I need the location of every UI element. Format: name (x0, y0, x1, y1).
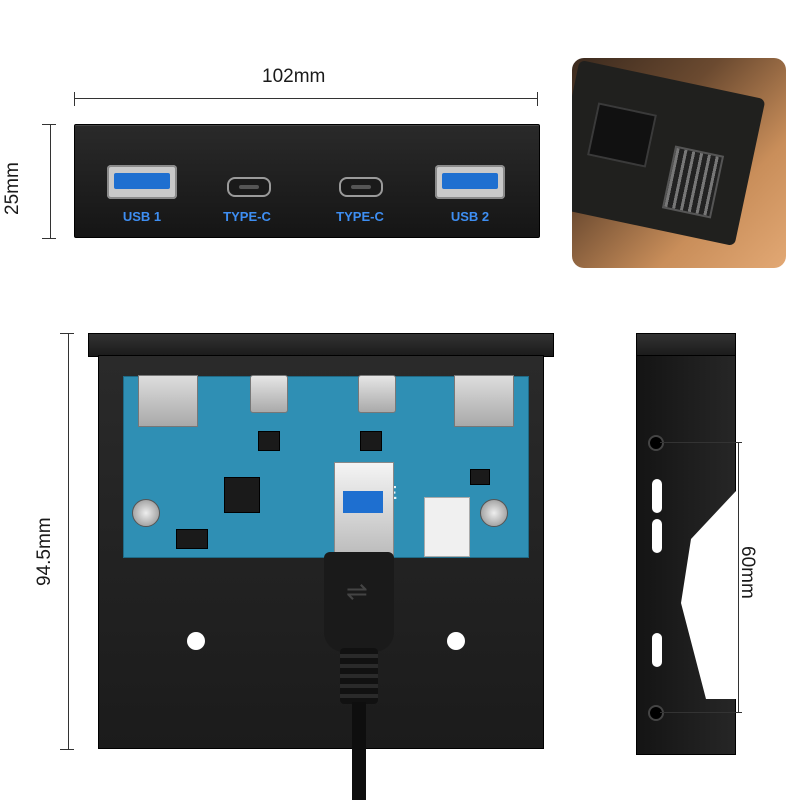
usb-logo-icon: ⇌ (346, 576, 368, 606)
typec-port-1 (227, 177, 271, 197)
hole-spacing-label: 60mm (737, 546, 758, 599)
pcb-screw-right (480, 499, 508, 527)
bracket-lip (88, 333, 554, 357)
pcb-chip-small-4 (470, 469, 490, 485)
usb1-port (107, 165, 177, 199)
side-view-top (636, 333, 736, 357)
pcb-usb-port-1 (138, 375, 198, 427)
side-hole-bottom (648, 705, 664, 721)
typec-port-2 (339, 177, 383, 197)
pcb-typec-port-2 (358, 375, 396, 413)
pcb-power-connector (424, 497, 470, 557)
width-dimension-line (74, 98, 538, 99)
pcb-chip-small-1 (258, 431, 280, 451)
bracket-side-view (636, 333, 736, 755)
width-dimension-label: 102mm (262, 66, 326, 87)
mount-hole-right (447, 632, 465, 650)
pcb-main-chip (224, 477, 260, 513)
height-dimension-label: 25mm (2, 162, 23, 215)
usb-cable-wire (352, 702, 366, 800)
hole-spacing-tick-top (660, 442, 742, 443)
usb-cable-boot: ⇌ (324, 552, 394, 652)
usb2-label: USB 2 (450, 209, 490, 224)
pcb-usb-port-2 (454, 375, 514, 427)
hole-spacing-tick-bottom (660, 712, 742, 713)
pcb-board: CE (123, 375, 529, 558)
bracket-plate: CE (98, 355, 544, 749)
bracket-height-tick-top (60, 333, 74, 334)
side-slot-1 (652, 479, 662, 513)
typec-label-1: TYPE-C (223, 209, 271, 224)
bracket-rear-view: CE (88, 333, 554, 749)
typec-label-2: TYPE-C (336, 209, 384, 224)
height-dimension-tick-top (42, 124, 56, 125)
side-hole-top (648, 435, 664, 451)
width-dimension-tick-left (74, 92, 75, 106)
side-view-body (636, 355, 736, 755)
height-dimension-tick-bottom (42, 238, 56, 239)
side-slot-2 (652, 519, 662, 553)
hole-spacing-line (738, 442, 739, 712)
height-dimension-line (50, 124, 51, 238)
width-dimension-tick-right (537, 92, 538, 106)
usb1-label: USB 1 (122, 209, 162, 224)
motherboard-photo (572, 58, 786, 268)
cable-strain-relief (340, 648, 378, 704)
pcb-chip-small-3 (176, 529, 208, 549)
usb-cable-plug (334, 462, 394, 556)
bracket-height-line (68, 333, 69, 749)
pcb-typec-port-1 (250, 375, 288, 413)
bracket-height-label: 94.5mm (34, 517, 55, 586)
usb2-port (435, 165, 505, 199)
side-slot-3 (652, 633, 662, 667)
mount-hole-left (187, 632, 205, 650)
front-panel: USB 1 TYPE-C TYPE-C USB 2 (74, 124, 540, 238)
bracket-height-tick-bottom (60, 749, 74, 750)
pcb-screw-left (132, 499, 160, 527)
pcb-chip-small-2 (360, 431, 382, 451)
